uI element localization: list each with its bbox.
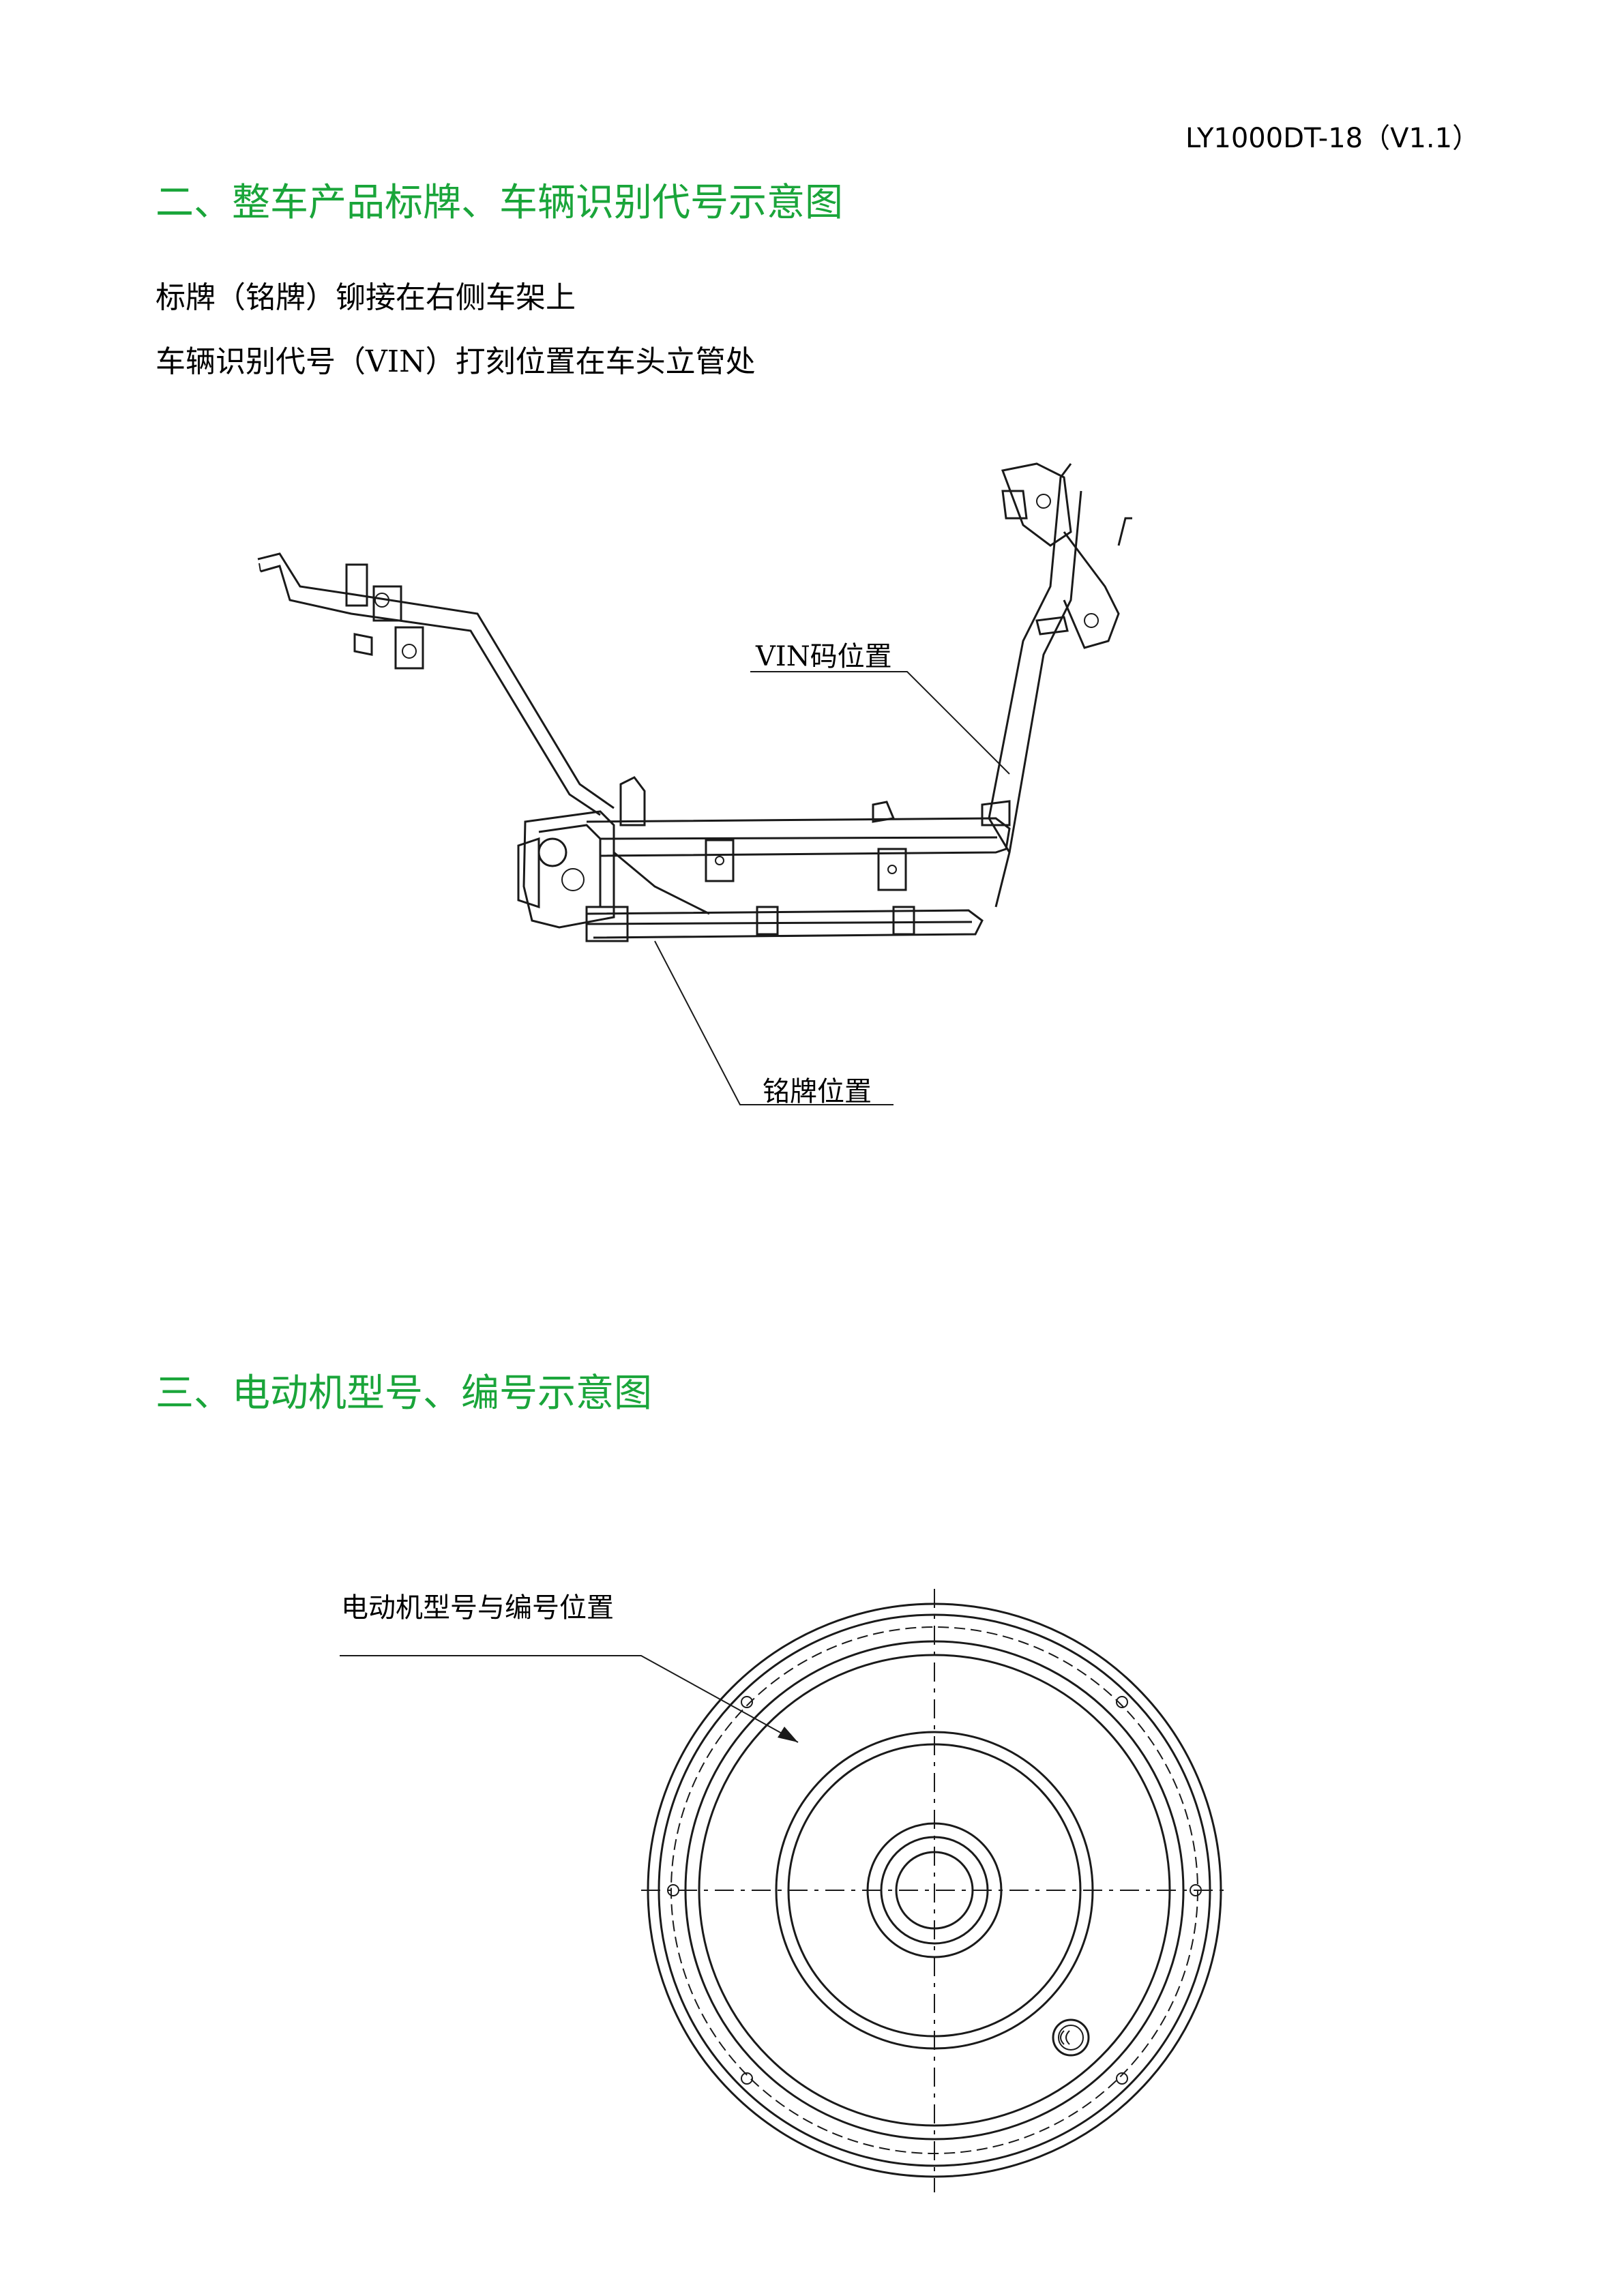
frame-main-rails <box>586 776 1011 939</box>
motor-centerlines <box>641 1589 1228 2192</box>
callout-nameplate-position: 铭牌位置 <box>763 1076 872 1107</box>
vin-note: 车辆识别代号（VIN）打刻位置在车头立管处 <box>156 344 756 379</box>
frame-head-tube <box>981 462 1132 908</box>
callout-vin-leader <box>750 671 1010 775</box>
callout-plate-leader <box>654 940 894 1105</box>
document-code: LY1000DT-18（V1.1） <box>1185 123 1480 154</box>
motor-logo-mark <box>1052 2018 1090 2057</box>
callout-motor-leader <box>340 1655 799 1743</box>
section-heading-vehicle-plate: 二、整车产品标牌、车辆识别代号示意图 <box>156 181 843 225</box>
callout-vin-position: VIN码位置 <box>756 641 892 672</box>
frame-rear-block <box>517 810 710 942</box>
section-heading-motor: 三、电动机型号、编号示意图 <box>156 1371 652 1416</box>
frame-rear-arm <box>257 552 615 816</box>
nameplate-note: 标牌（铭牌）铆接在右侧车架上 <box>156 280 576 315</box>
callout-motor-model-serial-position: 电动机型号与编号位置 <box>341 1592 614 1624</box>
